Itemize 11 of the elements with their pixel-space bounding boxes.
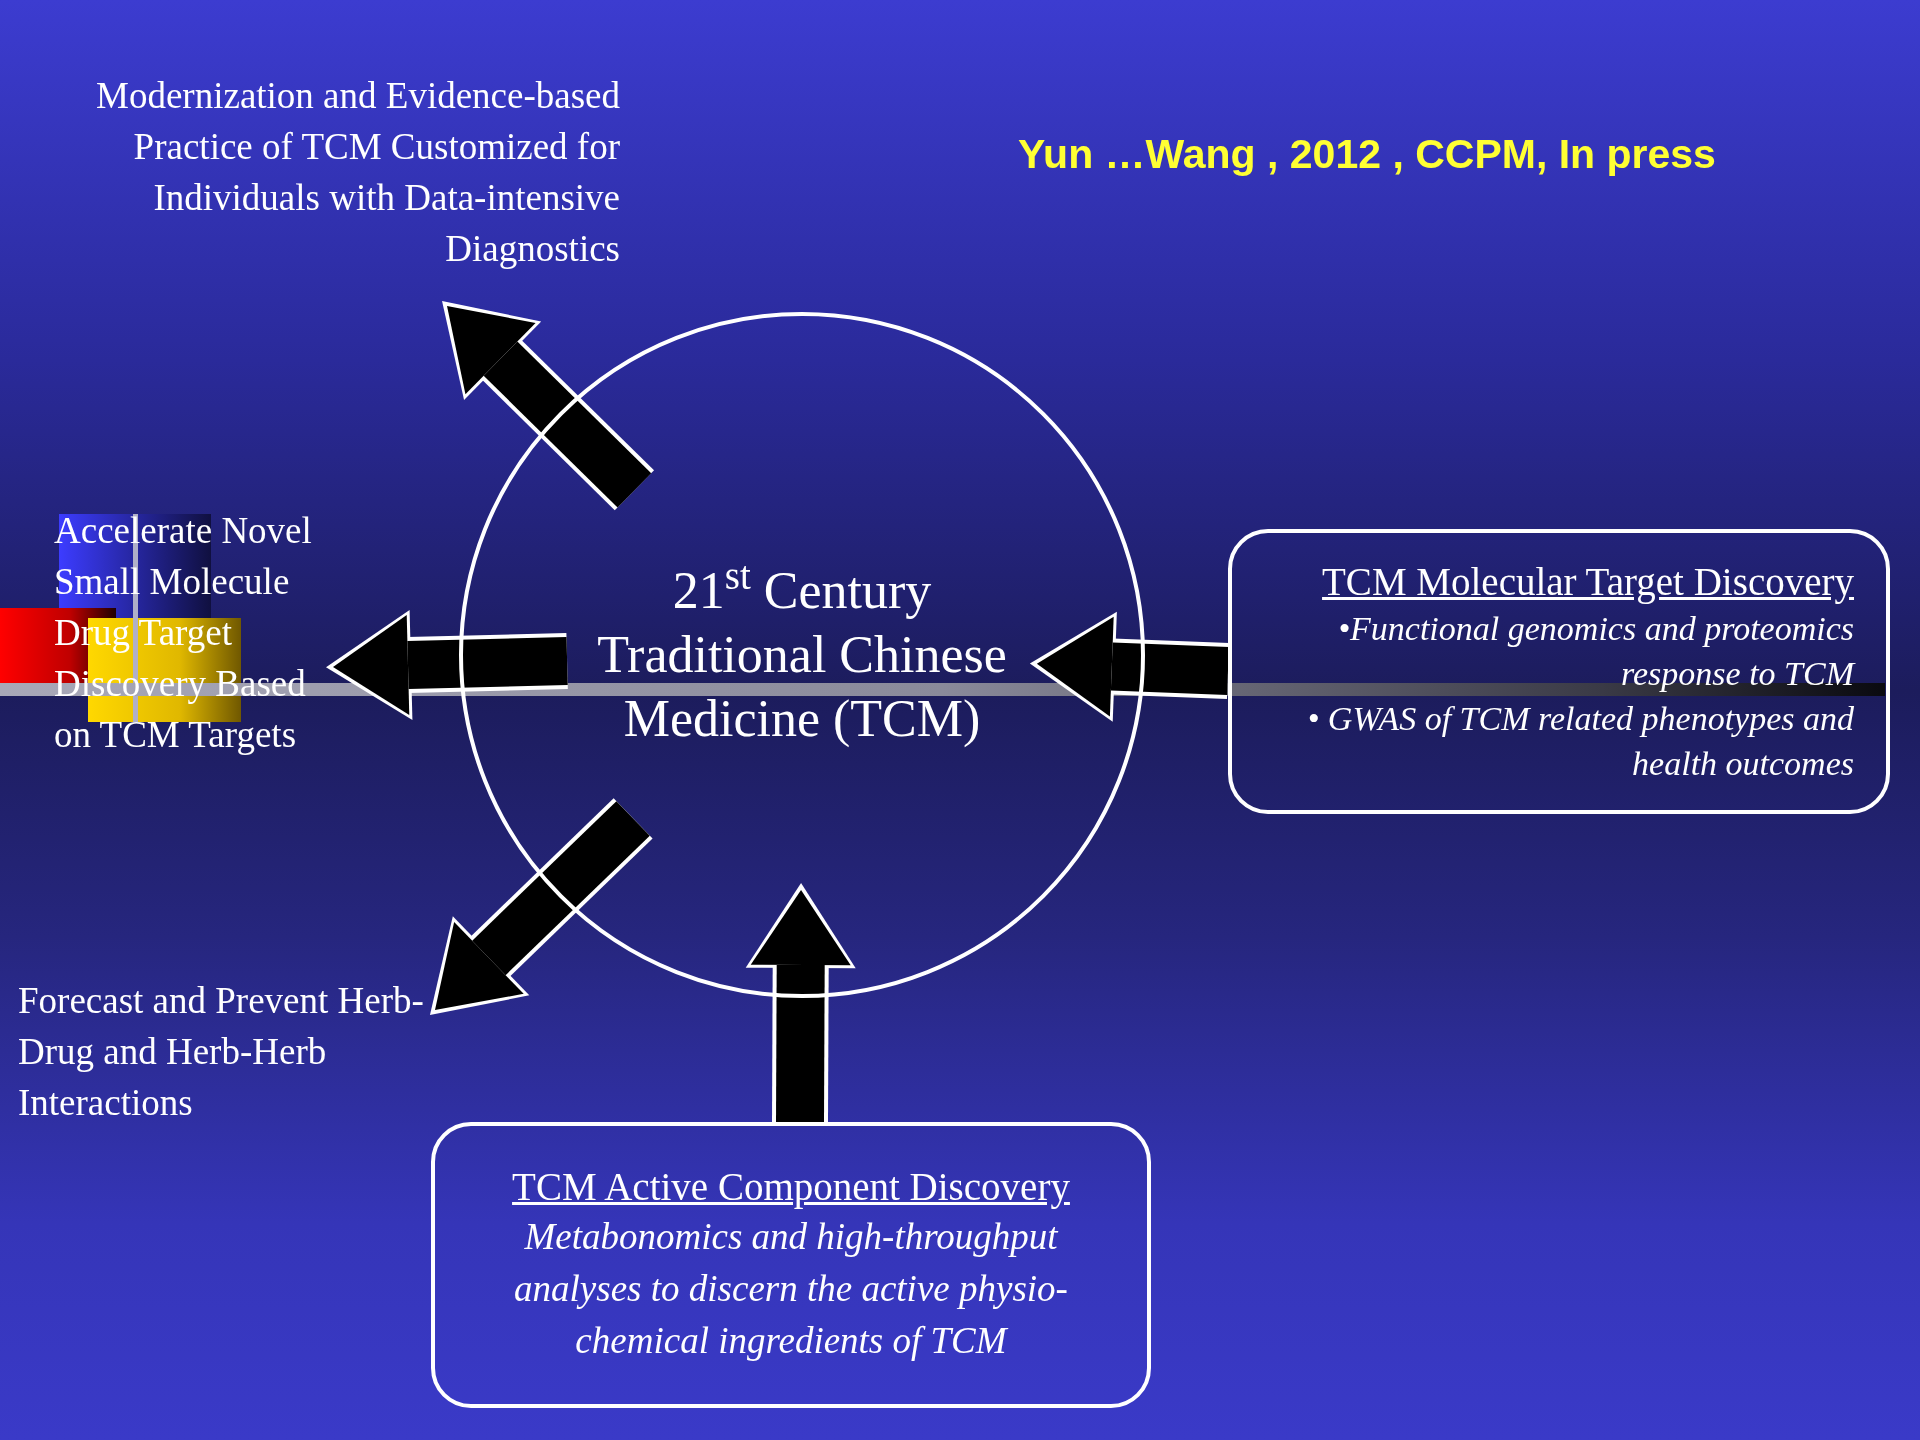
node-text: 21$^{st}$ Century Traditional Chinese Medicine (TCM) xyxy=(596,559,1008,749)
outcome-text: Forecast and Prevent Herb-Drug and Herb-Herb Interactions xyxy=(18,975,498,1128)
box-body: •Functional genomics and proteomics response to TCM xyxy=(1337,608,1854,694)
text-box xyxy=(431,1122,1151,1408)
text-box xyxy=(1228,529,1890,814)
box-heading: TCM Molecular Target Discovery xyxy=(1322,558,1854,606)
outcome-text: Modernization and Evidence-based Practice of TCM Customized for Individuals with Data-intensive Diagnostics xyxy=(15,70,620,306)
box-body: • GWAS of TCM related phenotypes and health outcomes xyxy=(1306,698,1854,784)
box-body: Metabonomics and high-throughput analyses to discern the active physio-chemical ingredients of TCM xyxy=(513,1215,1069,1363)
box-heading: TCM Active Component Discovery xyxy=(512,1164,1070,1211)
citation-text: Yun …Wang , 2012 , CCPM, In press xyxy=(1018,130,1716,179)
